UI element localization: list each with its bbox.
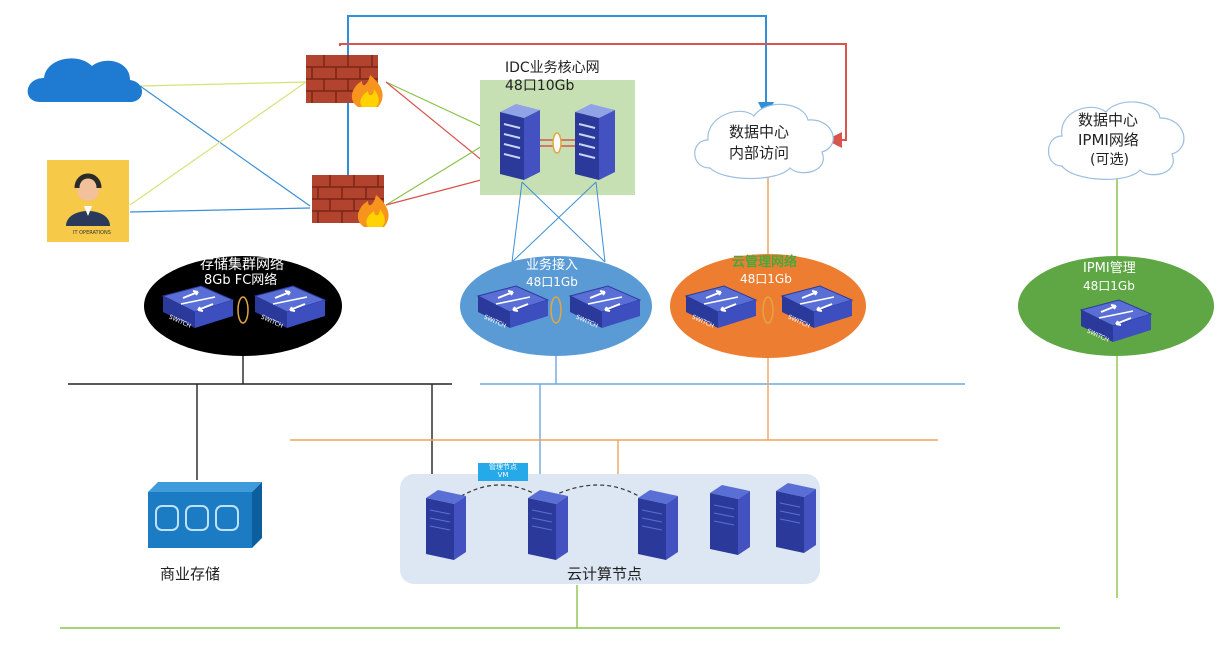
ipmi-cloud-line2: IPMI网络 — [1078, 131, 1139, 149]
storage-net-title: 存储集群网络 — [200, 257, 284, 273]
compute-nodes-label: 云计算节点 — [567, 565, 643, 583]
ipmi-bus — [60, 355, 1118, 629]
business-access-ellipse — [460, 256, 652, 356]
internet-cloud-icon — [27, 58, 142, 102]
ipmi-cloud-line1: 数据中心 — [1078, 111, 1139, 129]
commercial-storage-label: 商业存储 — [160, 565, 221, 583]
tag-line1: 管理节点 — [489, 463, 517, 471]
core-to-access-lines — [511, 181, 606, 263]
operator-label: IT OPERATIONS — [73, 230, 111, 236]
it-operator-icon — [47, 160, 129, 242]
mgmt-stack-link — [762, 296, 774, 324]
core-switch-left — [500, 104, 540, 180]
idc-core-subtitle: 48口10Gb — [505, 78, 575, 94]
cloud-mgmt-subtitle: 48口1Gb — [740, 272, 792, 286]
compute-server-2 — [527, 489, 569, 561]
compute-server-4 — [709, 484, 751, 556]
red-internal-access-link — [339, 43, 847, 148]
ipmi-mgmt-title: IPMI管理 — [1083, 261, 1136, 276]
business-access-title: 业务接入 — [526, 258, 579, 273]
internal-access-line1: 数据中心 — [729, 123, 790, 141]
compute-server-3 — [637, 489, 679, 561]
storage-net-subtitle: 8Gb FC网络 — [204, 273, 278, 288]
business-stack-link — [550, 296, 562, 324]
storage-stack-link — [237, 296, 249, 324]
internal-access-cloud — [694, 103, 834, 180]
tag-line2: VM — [497, 471, 509, 479]
firewall-icon-top — [305, 54, 384, 108]
management-node-vm-tag: 管理节点 VM — [478, 463, 528, 481]
business-access-subtitle: 48口1Gb — [526, 275, 578, 289]
mgmt-bus — [290, 358, 938, 475]
ipmi-network-cloud — [1048, 101, 1185, 180]
compute-server-1 — [425, 489, 467, 561]
core-stack-link — [540, 132, 575, 154]
cloud-management-ellipse — [670, 254, 866, 358]
storage-bus — [68, 355, 452, 480]
core-switch-right — [575, 104, 615, 180]
business-bus — [480, 350, 965, 475]
vm-migration-arc — [454, 484, 646, 501]
storage-cluster-network-ellipse — [144, 256, 342, 356]
ipmi-mgmt-subtitle: 48口1Gb — [1083, 279, 1135, 293]
commercial-storage-icon — [148, 482, 262, 548]
idc-core-title: IDC业务核心网 — [505, 60, 600, 76]
ipmi-cloud-line3: (可选) — [1090, 152, 1129, 168]
firewall-icon-bottom — [311, 174, 390, 228]
compute-server-5 — [775, 482, 817, 554]
internal-access-line2: 内部访问 — [729, 144, 790, 162]
cloud-mgmt-title: 云管理网络 — [732, 255, 798, 270]
